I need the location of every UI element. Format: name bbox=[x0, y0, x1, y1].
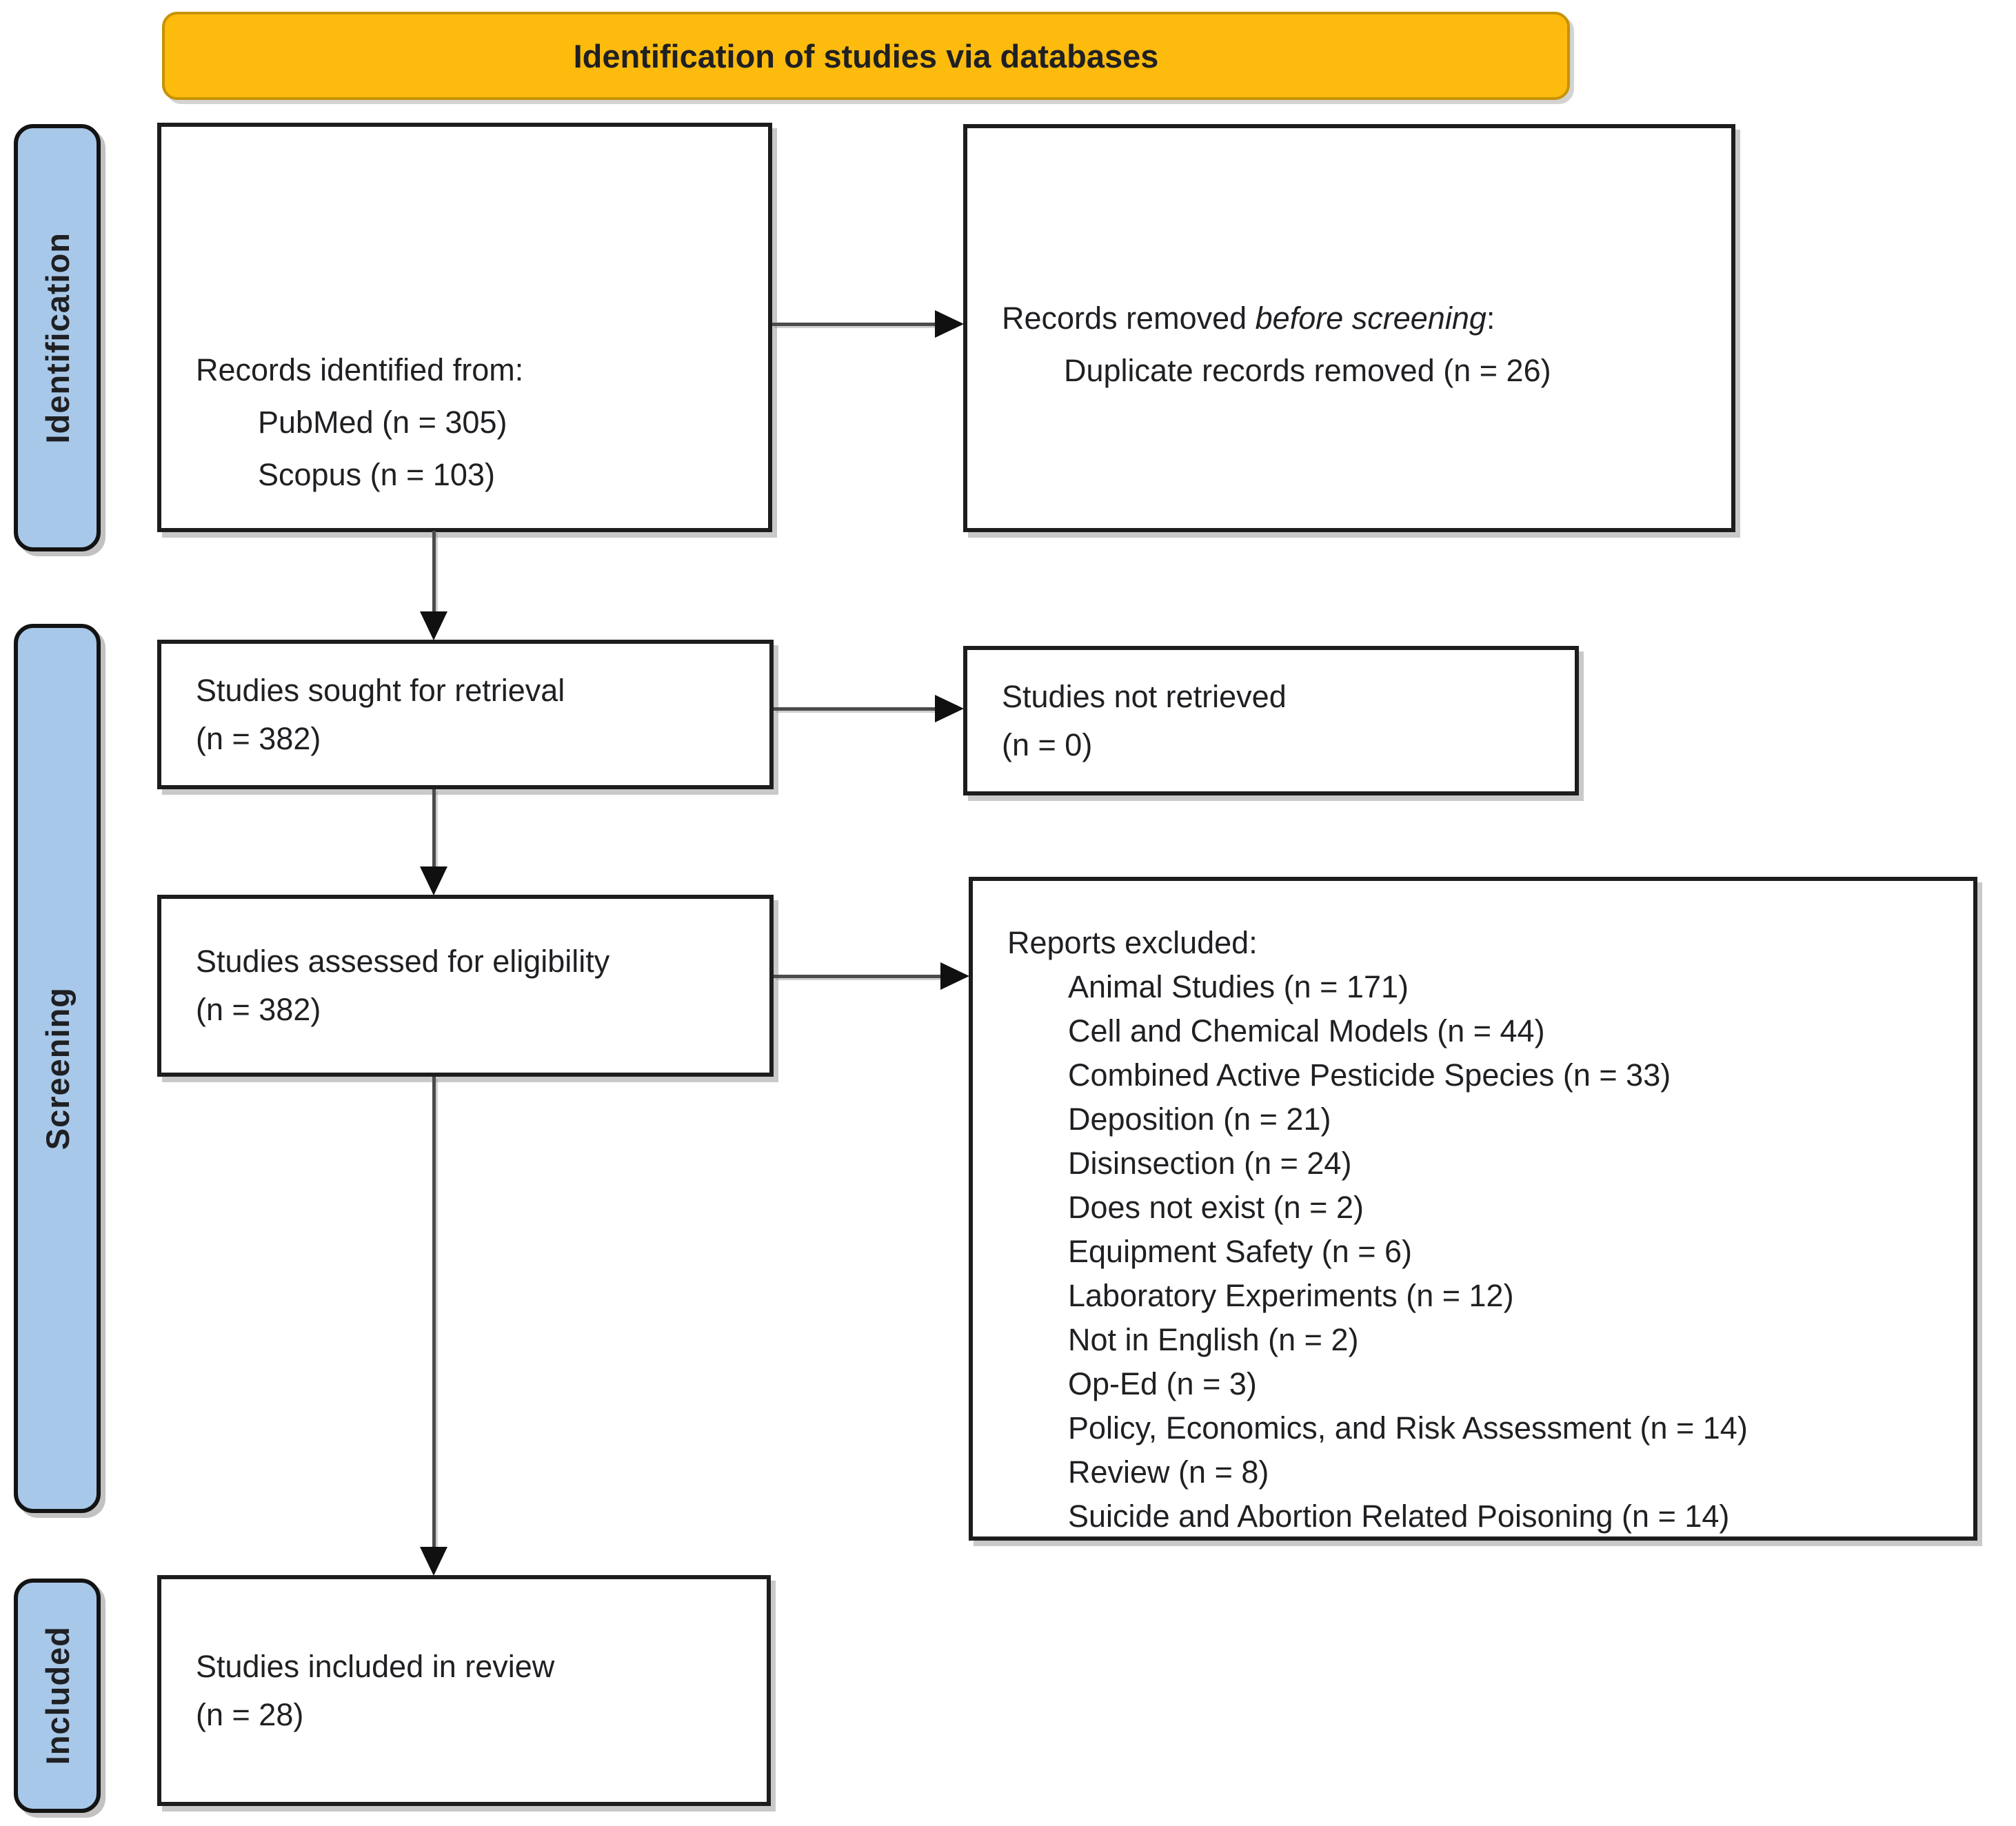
arrowhead-assessed-to-excluded bbox=[940, 962, 969, 990]
text-line: PubMed (n = 305) bbox=[258, 405, 507, 440]
text-segment: Records removed bbox=[1002, 301, 1256, 336]
excluded-item: Animal Studies (n = 171) bbox=[1068, 969, 1409, 1004]
excluded-item: Deposition (n = 21) bbox=[1068, 1102, 1331, 1137]
arrow-line-assessed-to-included bbox=[432, 1077, 436, 1549]
box-records-removed: Records removed before screening: Duplic… bbox=[963, 124, 1735, 532]
box-studies-sought-text: Studies sought for retrieval (n = 382) bbox=[196, 644, 763, 785]
text-line: (n = 0) bbox=[1002, 727, 1093, 762]
excluded-item: Policy, Economics, and Risk Assessment (… bbox=[1068, 1410, 1748, 1445]
box-reports-excluded: Reports excluded: Animal Studies (n = 17… bbox=[969, 877, 1977, 1541]
excluded-header: Reports excluded: bbox=[1007, 925, 1258, 960]
excluded-item: Combined Active Pesticide Species (n = 3… bbox=[1068, 1057, 1671, 1093]
box-reports-excluded-text: Reports excluded: Animal Studies (n = 17… bbox=[1007, 921, 1966, 1539]
excluded-item: Review (n = 8) bbox=[1068, 1454, 1269, 1490]
stage-label-identification: Identification bbox=[14, 124, 101, 551]
box-studies-assessed-text: Studies assessed for eligibility (n = 38… bbox=[196, 899, 763, 1073]
box-studies-sought: Studies sought for retrieval (n = 382) bbox=[157, 640, 774, 789]
arrowhead-sought-to-not-retrieved bbox=[935, 695, 964, 722]
excluded-item: Not in English (n = 2) bbox=[1068, 1322, 1359, 1357]
arrowhead-sought-to-assessed bbox=[420, 866, 447, 895]
text-line: Studies included in review bbox=[196, 1648, 555, 1684]
arrow-line-identified-to-removed bbox=[772, 323, 938, 326]
arrow-line-sought-to-assessed bbox=[432, 789, 436, 869]
excluded-item: Op-Ed (n = 3) bbox=[1068, 1366, 1257, 1401]
excluded-item: Cell and Chemical Models (n = 44) bbox=[1068, 1013, 1545, 1048]
arrow-line-identified-to-sought bbox=[432, 531, 436, 613]
arrowhead-identified-to-removed bbox=[935, 310, 964, 338]
excluded-item: Does not exist (n = 2) bbox=[1068, 1190, 1364, 1225]
excluded-item: Disinsection (n = 24) bbox=[1068, 1146, 1352, 1181]
arrowhead-assessed-to-included bbox=[420, 1547, 447, 1576]
text-line: Studies assessed for eligibility bbox=[196, 944, 610, 979]
stage-label-included: Included bbox=[14, 1579, 101, 1813]
arrow-line-assessed-to-excluded bbox=[774, 975, 943, 978]
text-segment: : bbox=[1486, 301, 1495, 336]
text-line: Studies not retrieved bbox=[1002, 678, 1287, 714]
excluded-item: Suicide and Abortion Related Poisoning (… bbox=[1068, 1499, 1730, 1534]
banner-identification-of-studies: Identification of studies via databases bbox=[162, 12, 1570, 100]
excluded-item: Laboratory Experiments (n = 12) bbox=[1068, 1278, 1514, 1313]
arrowhead-identified-to-sought bbox=[420, 611, 447, 640]
excluded-item: Equipment Safety (n = 6) bbox=[1068, 1234, 1413, 1269]
box-studies-not-retrieved-text: Studies not retrieved (n = 0) bbox=[1002, 650, 1568, 791]
box-records-identified-text: Records identified from: PubMed (n = 305… bbox=[161, 127, 768, 528]
text-line: (n = 28) bbox=[196, 1696, 304, 1732]
text-line: (n = 382) bbox=[196, 992, 321, 1027]
box-studies-assessed: Studies assessed for eligibility (n = 38… bbox=[157, 895, 774, 1077]
box-studies-included-text: Studies included in review (n = 28) bbox=[196, 1579, 760, 1802]
text-line: Records identified from: bbox=[196, 352, 524, 387]
text-segment-italic: before screening bbox=[1255, 301, 1486, 336]
banner-title: Identification of studies via databases bbox=[573, 37, 1159, 74]
arrow-line-sought-to-not-retrieved bbox=[774, 707, 938, 711]
box-records-identified: Records identified from: PubMed (n = 305… bbox=[157, 123, 772, 532]
text-line: Duplicate records removed (n = 26) bbox=[1064, 353, 1551, 388]
stage-label-identification-text: Identification bbox=[39, 232, 76, 444]
text-line: (n = 382) bbox=[196, 720, 321, 756]
box-studies-included: Studies included in review (n = 28) bbox=[157, 1575, 771, 1806]
box-studies-not-retrieved: Studies not retrieved (n = 0) bbox=[963, 646, 1579, 795]
text-line: Records removed before screening: bbox=[1002, 292, 1731, 345]
stage-label-screening-text: Screening bbox=[39, 986, 76, 1150]
stage-label-included-text: Included bbox=[39, 1626, 76, 1765]
text-line: Scopus (n = 103) bbox=[258, 457, 495, 492]
text-line: Studies sought for retrieval bbox=[196, 672, 565, 708]
box-records-removed-text: Records removed before screening: Duplic… bbox=[967, 128, 1731, 528]
stage-label-screening: Screening bbox=[14, 624, 101, 1513]
